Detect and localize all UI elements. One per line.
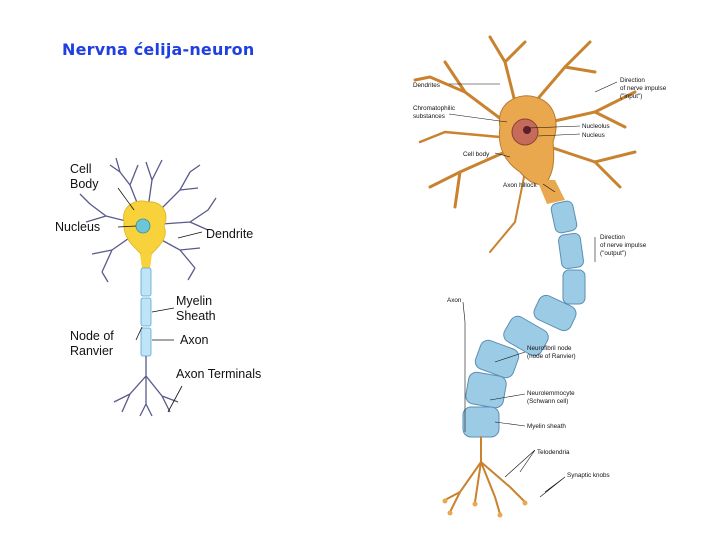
label-dendrite: Dendrite — [206, 227, 253, 241]
label-nucleus: Nucleus — [55, 220, 100, 234]
label-myelin-sheath: Myelin sheath — [527, 423, 566, 430]
label-direction-output-3: ("output") — [600, 250, 626, 257]
label-neurolemmocyte-2: (Schwann cell) — [527, 398, 568, 405]
label-node-2: Ranvier — [70, 344, 113, 358]
label-axon-terminals: Axon Terminals — [176, 367, 261, 381]
axon-hillock — [537, 180, 565, 204]
label-neurofibril-node-2: (node of Ranvier) — [527, 353, 576, 360]
label-direction-input-2: of nerve impulse — [620, 85, 667, 92]
label-chromatophilic-2: substances — [413, 113, 445, 120]
label-direction-input-3: ("input") — [620, 93, 642, 100]
page-title: Nervna ćelija-neuron — [62, 40, 255, 59]
simple-neuron-diagram: Cell Body Nucleus Dendrite Myelin Sheath… — [55, 157, 261, 417]
label-axon: Axon — [180, 333, 209, 347]
label-synaptic-knobs: Synaptic knobs — [567, 472, 610, 479]
label-chromatophilic-1: Chromatophilic — [413, 105, 455, 112]
label-nucleus: Nucleus — [582, 132, 605, 139]
label-cell-body: Cell body — [463, 151, 490, 158]
synaptic-knobs — [442, 498, 528, 518]
telodendria — [444, 436, 526, 515]
myelin-sheath — [140, 267, 152, 357]
label-direction-output-2: of nerve impulse — [600, 242, 647, 249]
label-direction-input-1: Direction — [620, 77, 645, 84]
label-direction-output-1: Direction — [600, 234, 625, 241]
label-node-1: Node of — [70, 329, 114, 343]
label-neurofibril-node-1: Neurofibril node — [527, 345, 572, 352]
label-axon-hillock: Axon hillock — [503, 182, 537, 189]
label-axon: Axon — [447, 297, 462, 304]
label-myelin-1: Myelin — [176, 294, 212, 308]
nucleus — [135, 218, 151, 234]
axon-hillock — [140, 254, 152, 268]
nucleolus — [523, 126, 531, 134]
label-neurolemmocyte-1: Neurolemmocyte — [527, 390, 575, 397]
label-nucleolus: Nucleolus — [582, 123, 610, 130]
axon-terminals — [113, 356, 179, 417]
label-myelin-2: Sheath — [176, 309, 216, 323]
dendrite-branches — [413, 35, 637, 253]
label-telodendria: Telodendria — [537, 449, 570, 456]
label-cell-body-1: Cell — [70, 162, 92, 176]
detailed-neuron-diagram: Dendrites Chromatophilic substances Cell… — [413, 35, 667, 518]
label-dendrites: Dendrites — [413, 82, 440, 89]
label-cell-body-2: Body — [70, 177, 99, 191]
dendrite-branches — [79, 157, 217, 283]
